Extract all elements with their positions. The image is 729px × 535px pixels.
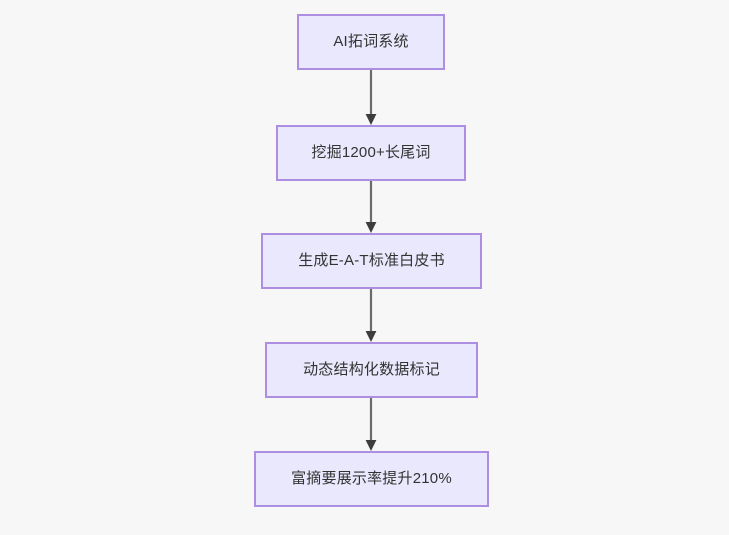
flow-node-rich-snippet-rate-increase[interactable]: 富摘要展示率提升210% [254, 451, 489, 507]
arrowhead-icon [365, 440, 377, 451]
flow-node-label: AI拓词系统 [333, 33, 409, 50]
flow-node-ai-keyword-system[interactable]: AI拓词系统 [297, 14, 445, 70]
edge-n3-n4 [361, 289, 381, 342]
flow-node-label: 富摘要展示率提升210% [291, 470, 452, 487]
edge-n4-n5 [361, 398, 381, 451]
edge-n2-n3 [361, 181, 381, 233]
arrowhead-icon [365, 114, 377, 125]
flow-node-label: 挖掘1200+长尾词 [311, 144, 431, 161]
flow-node-label: 生成E-A-T标准白皮书 [298, 252, 445, 269]
arrowhead-icon [365, 222, 377, 233]
flow-node-dynamic-structured-data-markup[interactable]: 动态结构化数据标记 [265, 342, 478, 398]
flow-node-mine-longtail-keywords[interactable]: 挖掘1200+长尾词 [276, 125, 466, 181]
flow-node-generate-eat-whitepaper[interactable]: 生成E-A-T标准白皮书 [261, 233, 482, 289]
arrowhead-icon [365, 331, 377, 342]
flow-node-label: 动态结构化数据标记 [303, 361, 440, 378]
edge-n1-n2 [361, 70, 381, 125]
